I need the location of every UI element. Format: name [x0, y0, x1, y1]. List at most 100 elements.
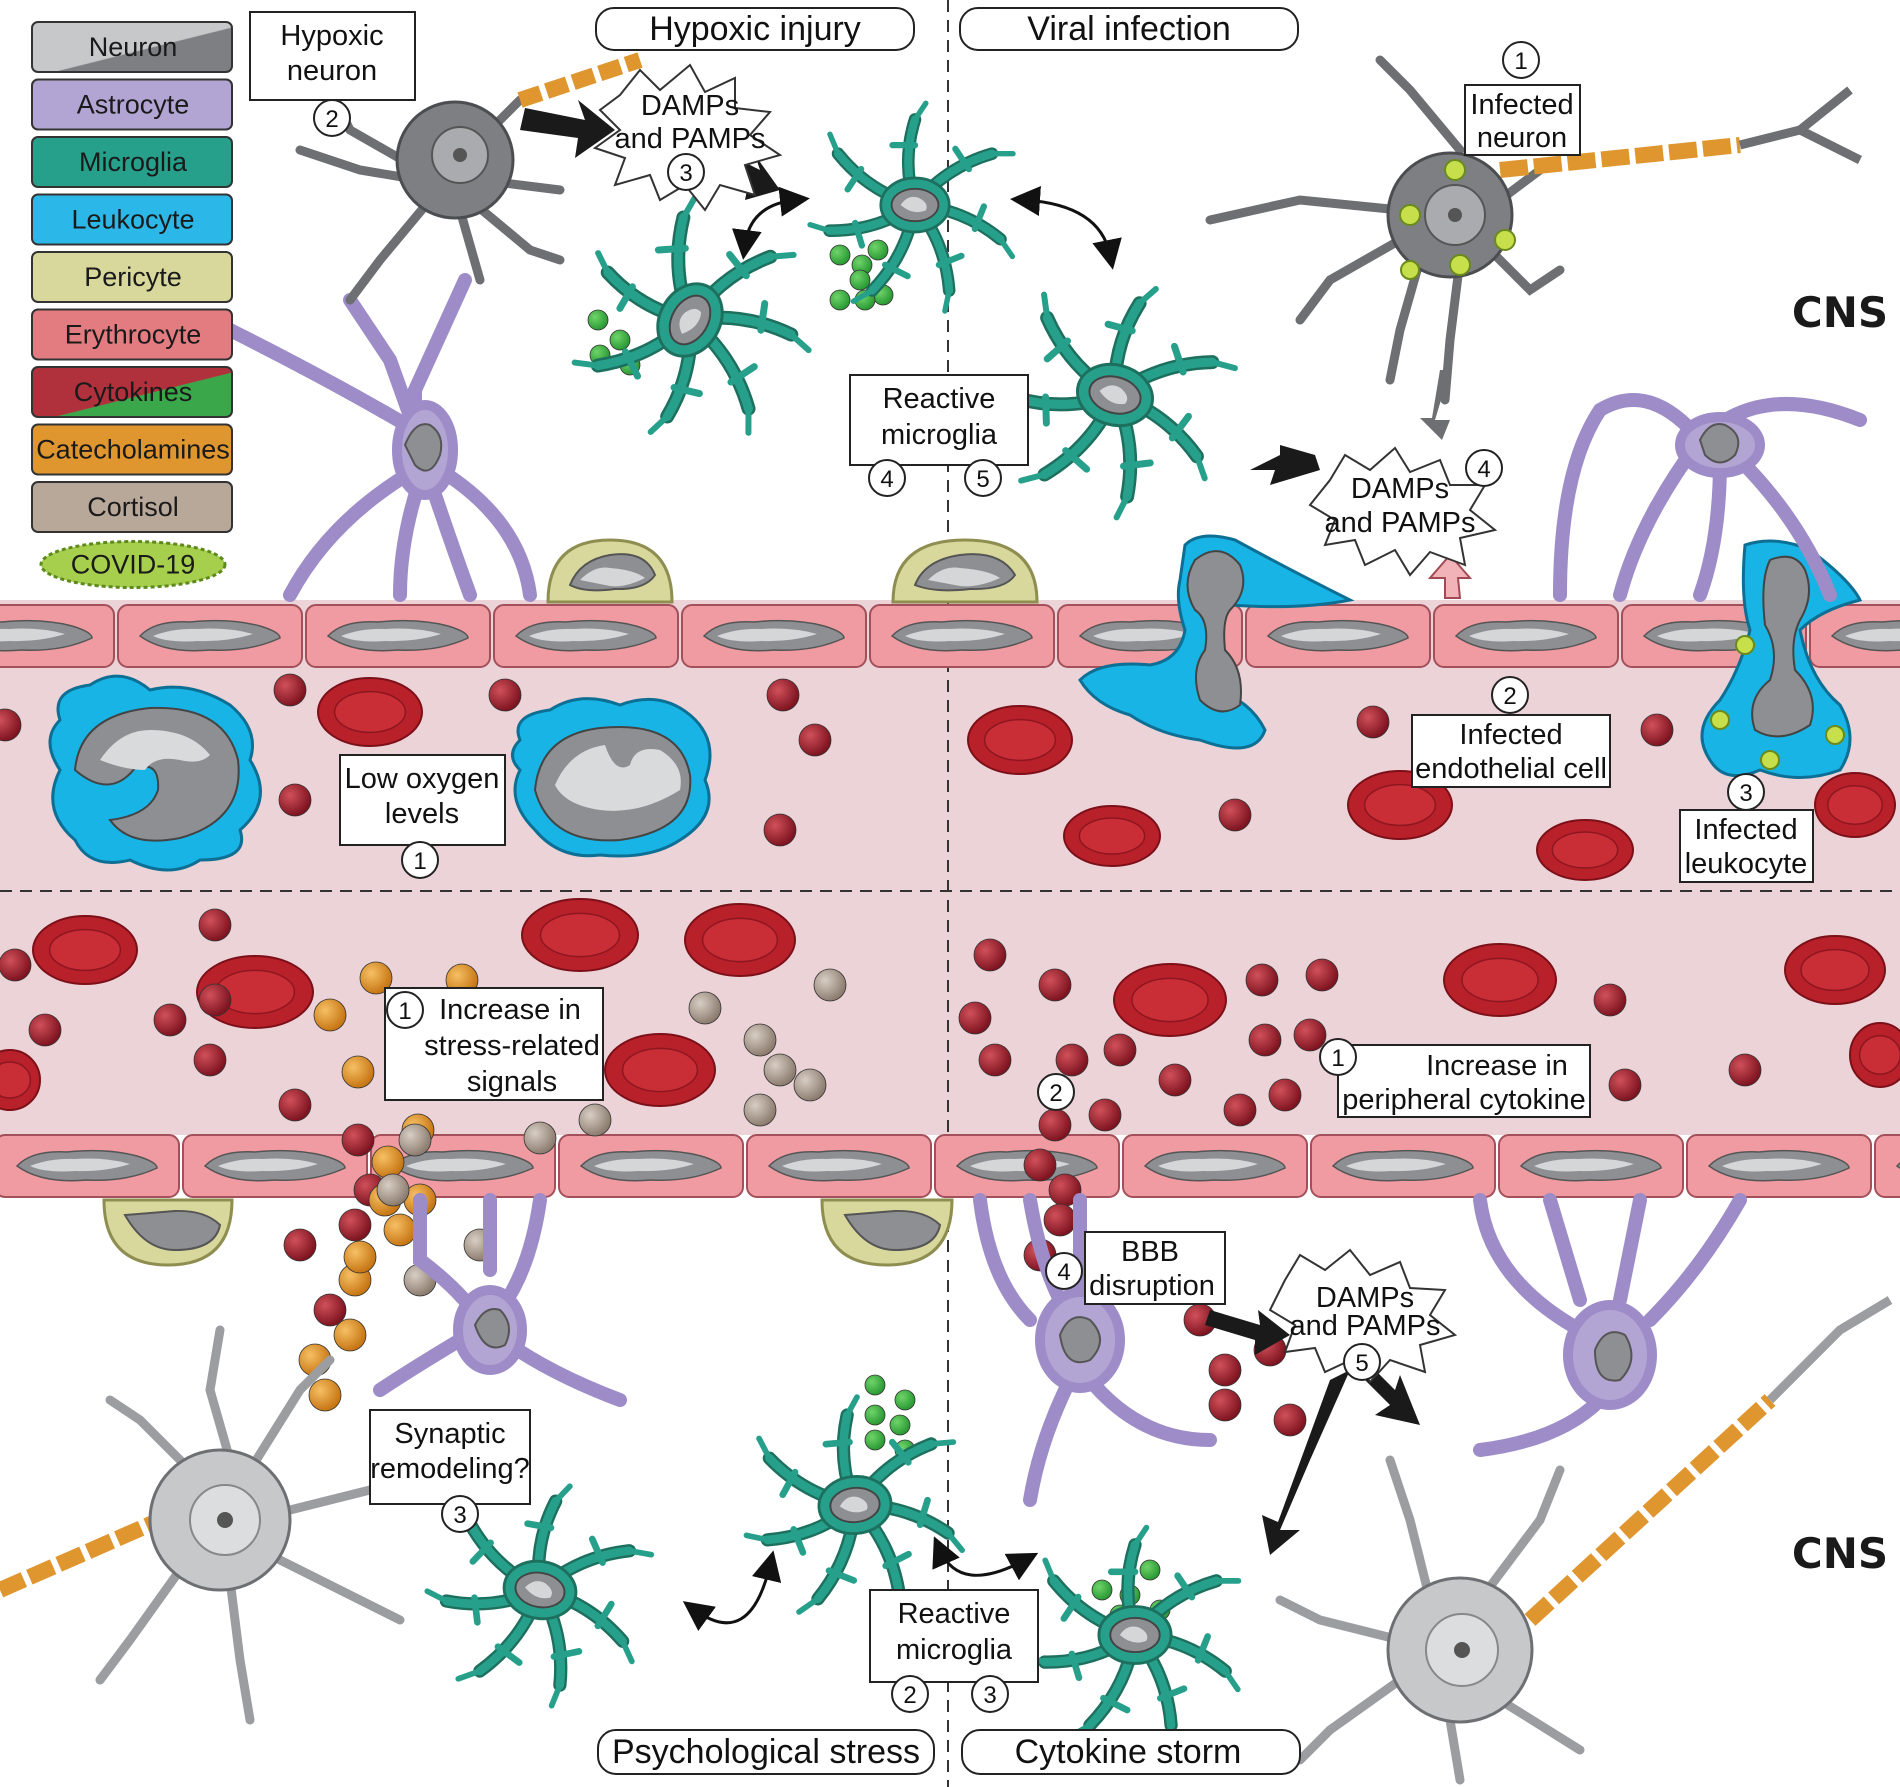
neuron — [1275, 1296, 1893, 1785]
panel-title-hypoxic-injury: Hypoxic injury — [595, 7, 915, 51]
black-arrow — [1205, 1310, 1290, 1355]
burst-text: and PAMPs — [615, 123, 766, 155]
label-line: Increase in — [439, 994, 581, 1026]
pericyte — [891, 538, 1039, 604]
cortisol-particle — [523, 1121, 557, 1155]
step-badge: 5 — [1343, 1343, 1381, 1381]
microglia-group — [424, 100, 1242, 1750]
cortisol-particle — [743, 1093, 777, 1127]
astrocyte — [1553, 393, 1867, 602]
step-badge: 4 — [868, 459, 906, 497]
step-number: 5 — [976, 466, 989, 493]
damps-burst — [592, 63, 783, 212]
step-badge: 3 — [441, 1495, 479, 1533]
erythrocyte — [1849, 1022, 1900, 1088]
catecholamine-particle — [308, 1378, 342, 1412]
legend-item-astrocyte: Astrocyte — [31, 78, 233, 131]
cytokine-particle — [1293, 1018, 1327, 1052]
neuron — [0, 1325, 415, 1725]
catecholamine-particle — [313, 998, 347, 1032]
burst-text: and PAMPs — [1290, 1310, 1441, 1342]
cns-label-top: CNS — [1792, 288, 1888, 337]
step-number: 3 — [1739, 780, 1752, 807]
step-number: 4 — [1477, 456, 1490, 483]
legend-swatch — [31, 78, 233, 131]
erythrocyte — [0, 1049, 41, 1111]
erythrocyte — [684, 903, 796, 977]
label-infected-neuron: Infected neuron — [1464, 84, 1581, 156]
black-arrow — [520, 100, 615, 158]
cytokine-particle — [488, 678, 522, 712]
legend-label: Microglia — [79, 147, 188, 177]
cytokine-particle — [193, 1043, 227, 1077]
cytokine-green-particle — [1091, 1579, 1113, 1601]
leukocyte — [48, 674, 262, 872]
label-line: Low oxygen — [345, 763, 500, 795]
burst-text: DAMPs — [641, 90, 739, 122]
legend-label: Cytokines — [74, 377, 193, 407]
label-line: leukocyte — [1685, 848, 1808, 880]
legend-item-neuron: Neuron — [31, 21, 233, 73]
legend-label: Astrocyte — [77, 90, 190, 120]
step-badge: 2 — [1037, 1073, 1075, 1111]
catecholamine-particle — [343, 1240, 377, 1274]
step-number: 1 — [398, 998, 411, 1025]
label-line: remodeling? — [370, 1453, 530, 1485]
cytokine-green-particle — [1139, 1559, 1161, 1581]
legend-item-pericyte: Pericyte — [31, 251, 233, 303]
cytokine-green-particle — [609, 329, 631, 351]
cytokine-particle — [338, 1208, 372, 1242]
legend-label: Cortisol — [87, 492, 179, 522]
pericyte — [820, 1198, 954, 1267]
curved-arrow — [682, 1550, 782, 1631]
cytokine-particle — [1088, 1098, 1122, 1132]
endothelial-cell — [1809, 604, 1900, 668]
step-number: 1 — [1514, 48, 1527, 75]
label-line: Infected — [1470, 89, 1573, 121]
microglia — [807, 100, 1016, 314]
label-low-oxygen: Low oxygen levels — [339, 754, 506, 846]
step-badge: 4 — [1045, 1252, 1083, 1290]
cytokine-particle — [1043, 1203, 1077, 1237]
cytokine-particle — [1356, 705, 1390, 739]
cytokine-particle — [958, 1001, 992, 1035]
catecholamine-particle — [359, 961, 393, 995]
legend-item-erythrocyte: Erythrocyte — [31, 308, 233, 361]
cytokine-green-particle — [829, 289, 851, 311]
curved-arrow — [1010, 186, 1122, 270]
cytokine-particle — [978, 1043, 1012, 1077]
panel-title-psychological-stress: Psychological stress — [597, 1729, 935, 1775]
cytokine-particle — [1640, 713, 1674, 747]
endothelial-cell — [117, 604, 303, 668]
microglia — [1021, 1524, 1242, 1750]
step-badge: 4 — [1465, 449, 1503, 487]
damps-burst — [1268, 1248, 1458, 1384]
legend-item-microglia: Microglia — [31, 136, 233, 188]
endothelial-cell — [681, 604, 867, 668]
cytokine-particle — [1103, 1033, 1137, 1067]
legend-swatch — [31, 251, 233, 303]
step-number: 2 — [1049, 1080, 1062, 1107]
endothelial-cell — [1498, 1134, 1684, 1198]
cytokine-particle — [28, 1013, 62, 1047]
catecholamine-particle — [371, 1145, 405, 1179]
cytokine-particle — [198, 908, 232, 942]
endothelial-cell — [1874, 1134, 1900, 1198]
cytokine-particle — [1248, 1023, 1282, 1057]
cytokine-particle — [1728, 1053, 1762, 1087]
cytokine-particle — [313, 1293, 347, 1327]
endothelial-cell — [182, 1134, 368, 1198]
endothelial-cell — [1245, 604, 1431, 668]
label-line: stress-related — [424, 1030, 600, 1062]
endothelial-cell — [493, 604, 679, 668]
microglia — [743, 1394, 965, 1617]
catecholamine-particle — [333, 1318, 367, 1352]
cortisol-particle — [763, 1053, 797, 1087]
label-line: Increase in — [1426, 1050, 1568, 1082]
legend-swatch — [31, 481, 233, 533]
leukocyte — [511, 697, 712, 858]
cytokine-particle — [1593, 983, 1627, 1017]
erythrocyte — [1536, 819, 1634, 881]
catecholamine-particle — [383, 1213, 417, 1247]
cytokine-particle — [153, 1003, 187, 1037]
